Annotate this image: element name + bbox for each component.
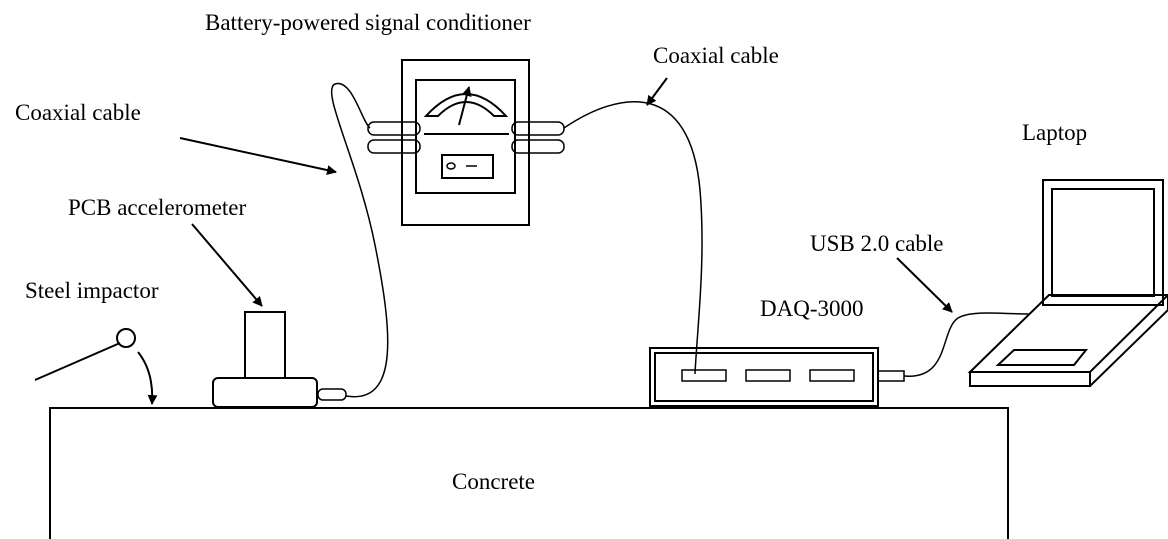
label-accelerometer: PCB accelerometer [68, 195, 247, 220]
daq-device-shape [649, 347, 905, 407]
arrow-accelerometer [191, 223, 263, 307]
arrow-coax-right [646, 77, 668, 106]
label-laptop: Laptop [1022, 120, 1088, 145]
laptop-shape [967, 179, 1168, 387]
usb-cable [903, 312, 1031, 377]
arrow-usb [896, 257, 953, 313]
label-usb-cable: USB 2.0 cable [810, 231, 944, 256]
coax-cable-left [330, 82, 389, 398]
accelerometer-shape [212, 311, 347, 408]
arrow-coax-left [179, 137, 337, 175]
concrete-block [49, 407, 1009, 539]
label-steel-impactor: Steel impactor [25, 278, 159, 303]
label-coax-cable-left: Coaxial cable [15, 100, 141, 125]
label-concrete: Concrete [452, 469, 536, 494]
steel-impactor-shape [34, 328, 158, 405]
signal-conditioner-shape [367, 59, 565, 226]
coax-cable-right [563, 101, 703, 375]
label-daq: DAQ-3000 [760, 296, 864, 321]
label-coax-cable-right: Coaxial cable [653, 43, 779, 68]
label-signal-conditioner: Battery-powered signal conditioner [205, 10, 531, 35]
